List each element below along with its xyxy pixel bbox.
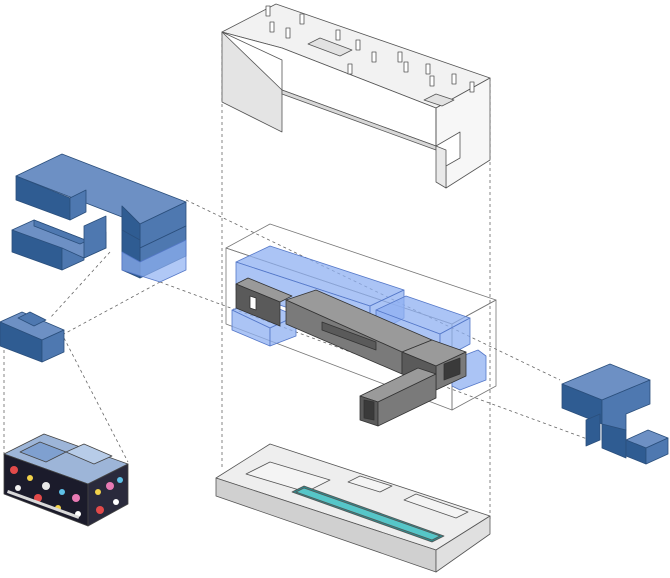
roof-opening: [423, 93, 455, 107]
program-volumes-left: [11, 153, 187, 283]
guide-line-zoom-b: [63, 281, 161, 335]
roof-posts: [265, 5, 475, 93]
assembled-core: [225, 223, 497, 427]
program-volume-small: [0, 311, 65, 363]
base-plinth-with-pool: [215, 443, 491, 573]
roof-shell: [221, 3, 491, 189]
program-volumes-right: [561, 363, 669, 465]
assembly-core-bars: [235, 277, 467, 427]
roof-left-leg: [221, 31, 283, 133]
interior-collage-box: [3, 433, 129, 527]
guide-line-zoom-a: [49, 251, 111, 319]
collage-pattern: [6, 466, 123, 519]
pool-water: [295, 487, 441, 541]
roof-right-edge: [435, 107, 447, 189]
roof-skylight: [307, 37, 353, 57]
guide-line-zoom-d: [63, 337, 129, 463]
